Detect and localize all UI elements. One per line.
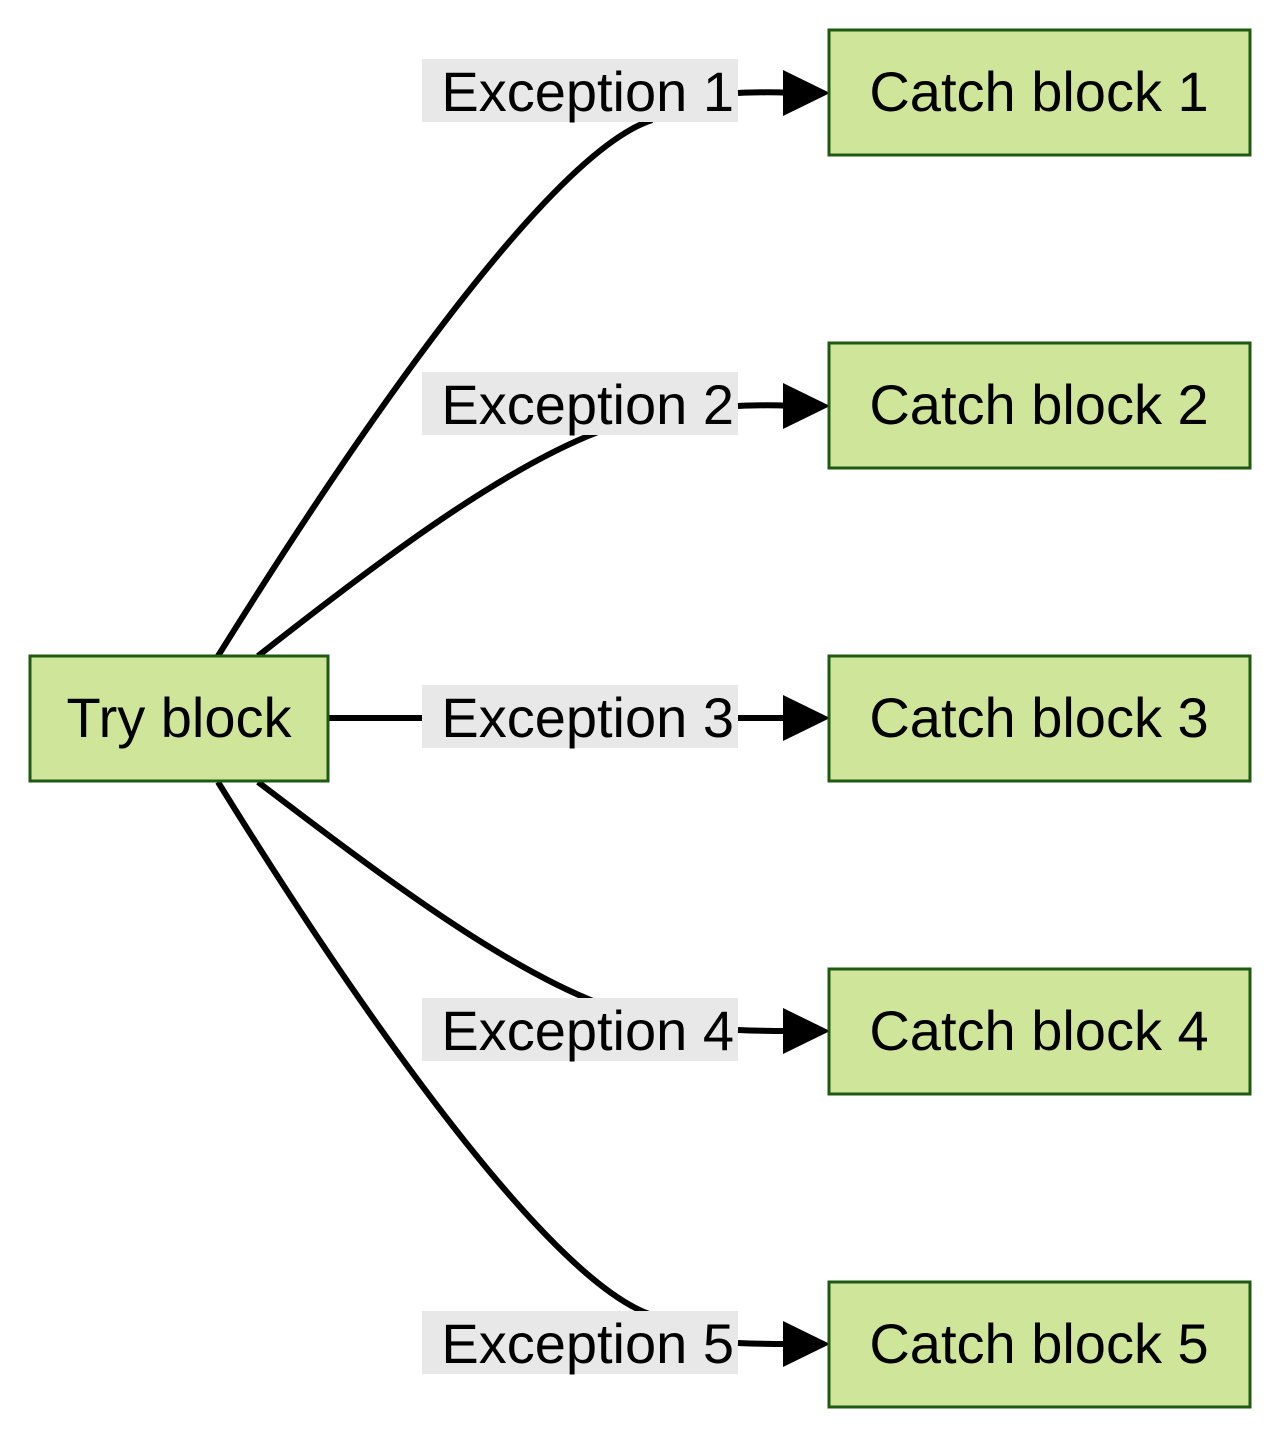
catch-block-1-box [827, 28, 1252, 157]
edge-label-1-text: Exception 1 [441, 60, 734, 123]
catch-block-5-box [827, 1280, 1252, 1409]
try-block-box [28, 654, 330, 783]
catch-block-node-2: Catch block 2 [827, 341, 1252, 470]
catch-block-5-label: Catch block 5 [869, 1312, 1208, 1375]
edge-label-5-background [422, 1311, 738, 1374]
catch-block-3-box [827, 654, 1252, 783]
edge-label-3-text: Exception 3 [441, 686, 734, 749]
edge-label-2: Exception 2 [422, 372, 738, 436]
edge-label-3: Exception 3 [422, 685, 738, 749]
edge-label-4-text: Exception 4 [441, 999, 734, 1062]
edge-label-2-text: Exception 2 [441, 373, 734, 436]
arrowhead-3 [783, 695, 830, 741]
edge-4-connector [737, 1027, 791, 1034]
edge-5-connector [737, 1340, 791, 1347]
arrowhead-4 [783, 1008, 830, 1054]
edge-2-connector [737, 402, 791, 409]
edge-curves [215, 117, 653, 1318]
catch-block-4-label: Catch block 4 [869, 999, 1208, 1062]
edge-label-3-background [422, 685, 738, 748]
catch-block-3-label: Catch block 3 [869, 686, 1208, 749]
arrowheads [783, 70, 830, 1367]
edge-label-1: Exception 1 [422, 59, 738, 123]
try-block-node: Try block [28, 654, 330, 783]
arrowhead-1 [783, 70, 830, 116]
edge-label-5-text: Exception 5 [441, 1312, 734, 1375]
edge-labels: Exception 1 Exception 2 Exception 3 Exce… [422, 59, 738, 1375]
edge-4-curve [256, 779, 600, 1006]
edge-label-4: Exception 4 [422, 998, 738, 1062]
edge-1-curve [215, 117, 653, 658]
catch-block-node-4: Catch block 4 [827, 967, 1252, 1096]
edge-5-curve [215, 780, 653, 1318]
catch-block-node-5: Catch block 5 [827, 1280, 1252, 1409]
arrowhead-2 [783, 383, 830, 429]
edge-label-4-background [422, 998, 738, 1061]
edge-connectors [737, 89, 791, 1347]
edge-label-2-background [422, 372, 738, 435]
arrowhead-5 [783, 1321, 830, 1367]
catch-block-4-box [827, 967, 1252, 1096]
edge-label-1-background [422, 59, 738, 122]
edge-2-curve [256, 429, 600, 659]
catch-block-1-label: Catch block 1 [869, 60, 1208, 123]
try-block-label: Try block [66, 686, 292, 749]
catch-block-node-3: Catch block 3 [827, 654, 1252, 783]
catch-block-2-box [827, 341, 1252, 470]
edge-1-connector [737, 89, 791, 96]
catch-block-node-1: Catch block 1 [827, 28, 1252, 157]
edge-label-5: Exception 5 [422, 1311, 738, 1375]
catch-block-2-label: Catch block 2 [869, 373, 1208, 436]
